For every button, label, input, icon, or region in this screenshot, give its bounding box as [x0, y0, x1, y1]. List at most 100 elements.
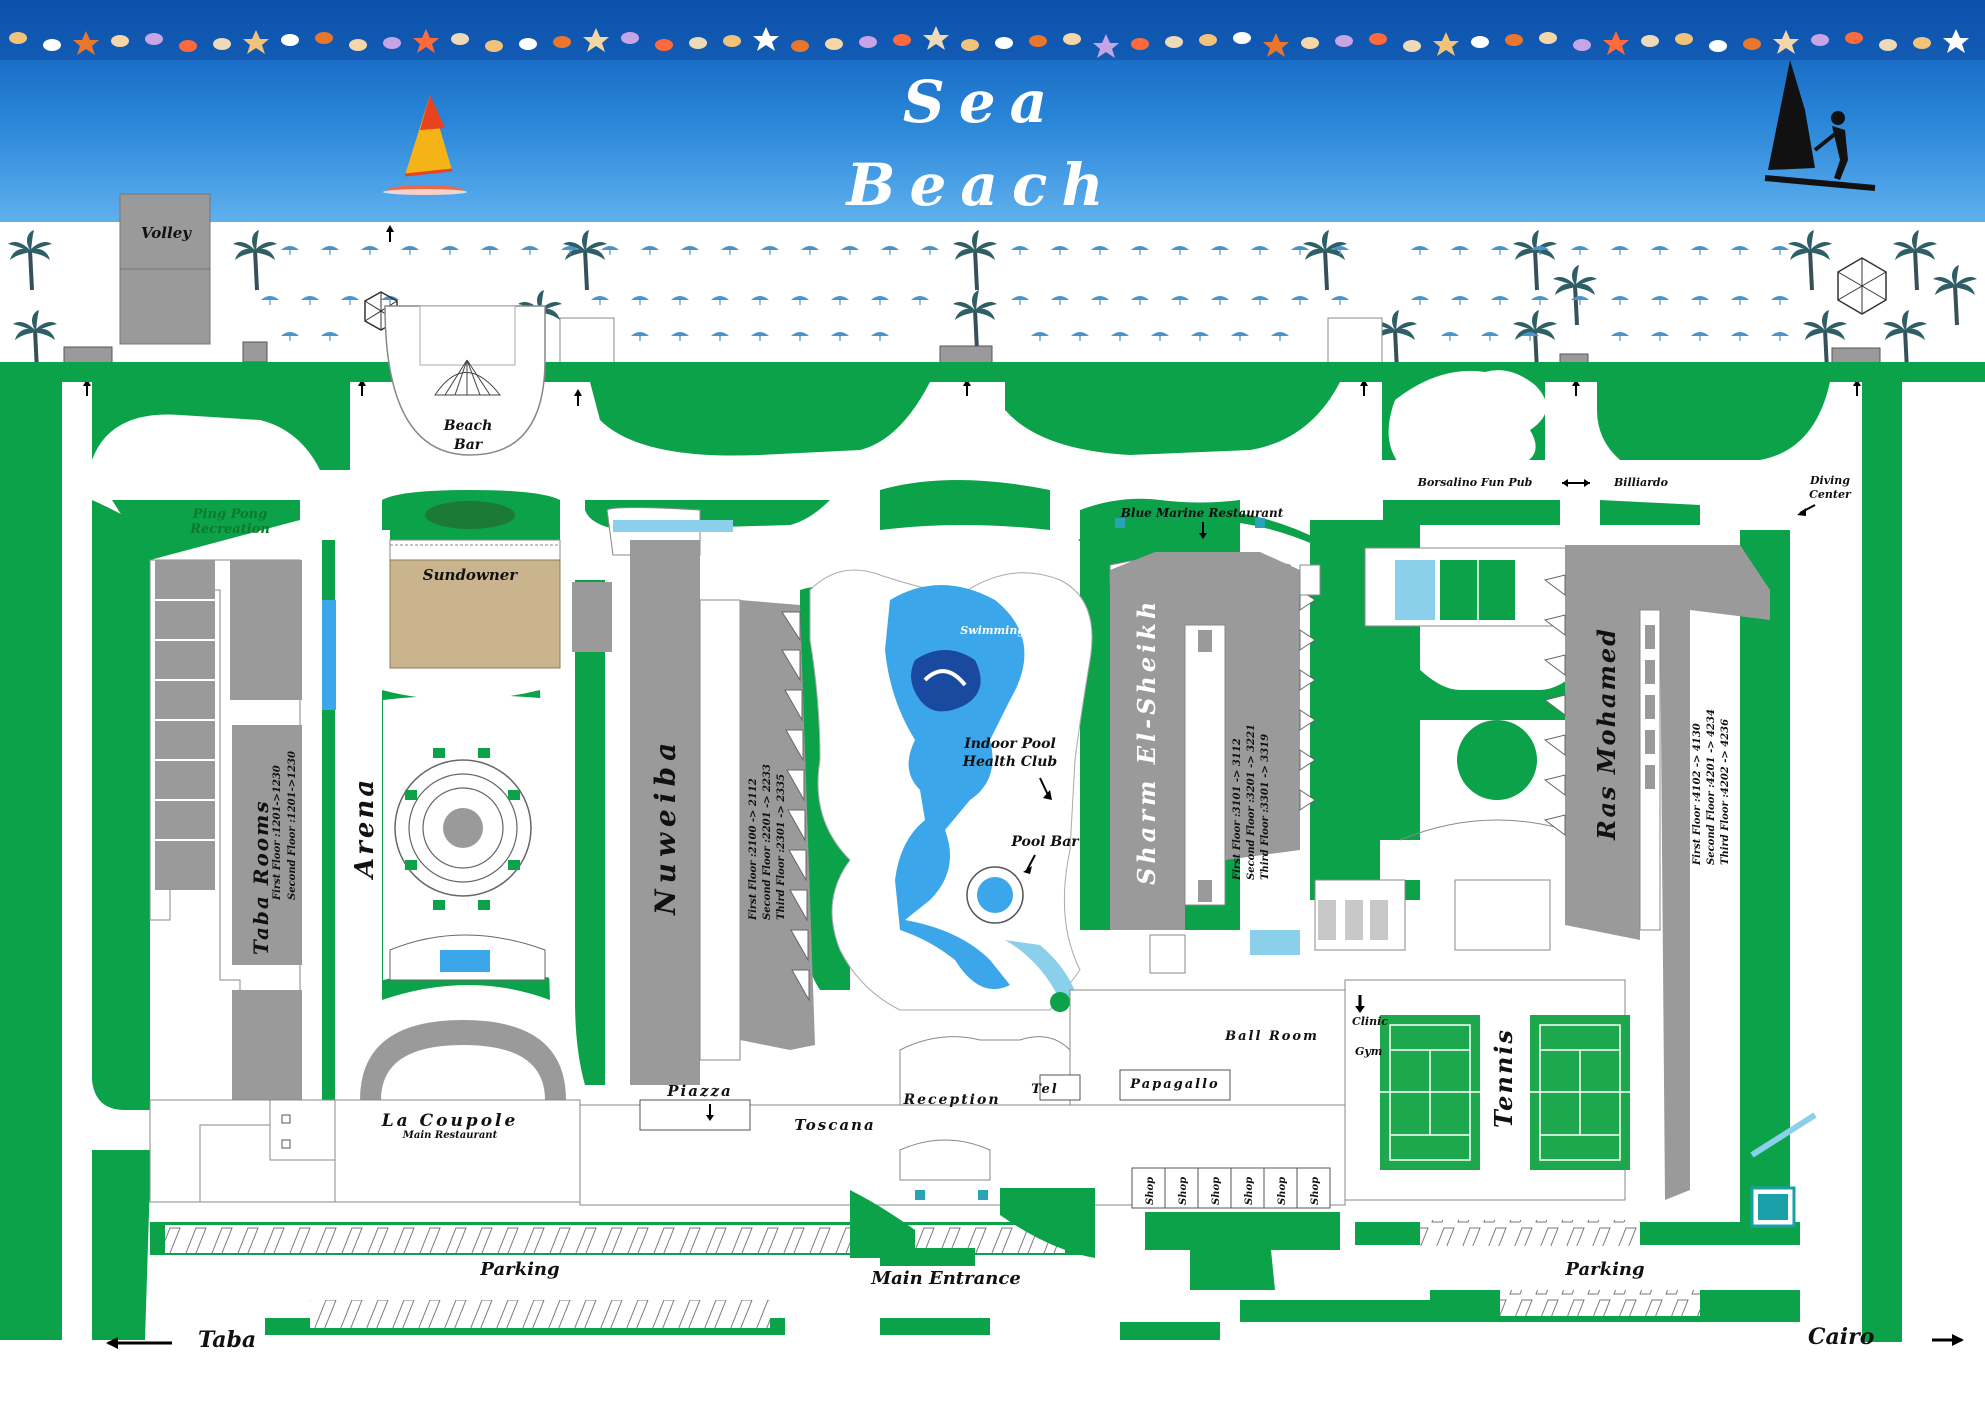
seashell-icon: [1301, 37, 1319, 49]
public-area: Piazza Toscana Reception Tel Papagallo B…: [579, 989, 1346, 1206]
seashell-icon: [111, 35, 129, 47]
sea-title: Sea: [903, 68, 1061, 136]
seashell-icon: [281, 34, 299, 46]
seashell-icon: [723, 35, 741, 47]
sharm-floor3: Third Floor :3301 -> 3319: [1260, 734, 1271, 880]
pool-bar-label: Pool Bar: [1010, 834, 1080, 850]
starfish-icon: [753, 27, 779, 51]
volley-label: Volley: [141, 224, 192, 242]
seashell-icon: [1335, 35, 1353, 47]
seashell-icon: [315, 32, 333, 44]
ball-room-label: Ball Room: [1224, 1029, 1319, 1044]
seashell-icon: [1471, 36, 1489, 48]
seashell-icon: [1879, 39, 1897, 51]
seashell-icon: [1505, 34, 1523, 46]
ras-label: Ras Mohamed: [1592, 627, 1621, 841]
windsurfer-icon: [383, 95, 467, 195]
beach-title: Beach: [845, 151, 1118, 219]
entrance-gardens: [850, 1188, 1500, 1322]
sundowner: Sundowner: [389, 498, 561, 669]
parking-left-label: Parking: [479, 1259, 559, 1280]
ping-pong-label-2: Recreation: [189, 522, 270, 537]
tennis-court-1: [1380, 1015, 1480, 1170]
starfish-icon: [1603, 31, 1629, 55]
ras-floor2: Second Floor :4201 -> 4234: [1706, 709, 1717, 865]
taba-building: Ping Pong Recreation Taba Rooms First Fl…: [149, 507, 336, 1101]
seashell-icon: [519, 38, 537, 50]
clinic-label: Clinic: [1352, 1015, 1388, 1028]
starfish-icon: [923, 26, 949, 50]
starfish-icon: [73, 31, 99, 55]
seashell-icon: [825, 38, 843, 50]
seashell-icon: [1165, 36, 1183, 48]
shop: [1263, 1167, 1298, 1209]
starfish-icon: [1943, 29, 1969, 53]
seashell-icon: [961, 39, 979, 51]
piazza-label: Piazza: [666, 1082, 732, 1100]
main-restaurant-label: Main Restaurant: [402, 1130, 498, 1141]
toscana-label: Toscana: [794, 1116, 875, 1134]
cairo-exit-label: Cairo: [1808, 1324, 1874, 1350]
starfish-icon: [1773, 30, 1799, 54]
seashell-icon: [213, 38, 231, 50]
seashell-icon: [859, 36, 877, 48]
la-coupole: La Coupole Main Restaurant: [149, 1020, 581, 1203]
tennis-court-2: [1530, 1015, 1630, 1170]
starfish-icon: [413, 29, 439, 53]
seashell-icon: [1539, 32, 1557, 44]
shop-label: Shop: [1178, 1177, 1189, 1205]
seashell-icon: [179, 40, 197, 52]
taba-exit-label: Taba: [198, 1327, 256, 1353]
seashell-icon: [1029, 35, 1047, 47]
nuweiba-label: Nuweiba: [649, 737, 682, 916]
sharm-label: Sharm El-Sheikh: [1132, 598, 1161, 885]
nuweiba-floor2: Second Floor :2201 -> 2233: [762, 764, 773, 920]
borsalino-fun-pub: Borsalino Fun Pub Billiardo Diving Cente…: [1388, 370, 1852, 516]
shop-label: Shop: [1244, 1177, 1255, 1205]
papagallo-label: Papagallo: [1129, 1077, 1219, 1092]
main-entrance-label: Main Entrance: [870, 1268, 1021, 1289]
seashell-icon: [451, 33, 469, 45]
borsalino-label: Borsalino Fun Pub: [1417, 476, 1533, 489]
taba-rooms-label: Taba Rooms: [249, 799, 273, 955]
seashell-icon: [145, 33, 163, 45]
windsurfer-silhouette-icon: [1764, 60, 1876, 191]
seashell-icon: [1709, 40, 1727, 52]
shop: [1131, 1167, 1166, 1209]
volley-court: Volley: [119, 193, 211, 345]
seashell-icon: [1233, 32, 1251, 44]
starfish-icon: [1093, 34, 1119, 58]
shop: [1164, 1167, 1199, 1209]
seashell-icon: [1641, 35, 1659, 47]
arena: Arena: [350, 695, 560, 981]
taba-exit: Taba: [106, 1327, 256, 1353]
sundowner-label: Sundowner: [423, 566, 518, 584]
seashell-icon: [553, 36, 571, 48]
seashell-icon: [43, 39, 61, 51]
sharm-floor2: Second Floor :3201 -> 3221: [1246, 724, 1257, 880]
nuweiba-floor3: Third Floor :2301 -> 2335: [776, 774, 787, 920]
seashell-icon: [383, 37, 401, 49]
gym-label: Gym: [1355, 1045, 1382, 1058]
parking-right: Parking: [1420, 1220, 1700, 1316]
diving-label-1: Diving: [1809, 474, 1850, 487]
cairo-exit: Cairo: [1808, 1324, 1964, 1350]
ping-pong-label-1: Ping Pong: [192, 507, 267, 522]
ras-mohamed-building: Ras Mohamed First Floor :4102 -> 4130 Se…: [1543, 545, 1817, 1228]
seashell-icon: [1131, 38, 1149, 50]
starfish-icon: [583, 28, 609, 52]
seashell-icon: [349, 39, 367, 51]
ras-floor1: First Floor :4102 -> 4130: [1692, 723, 1703, 866]
reception-label: Reception: [902, 1092, 1000, 1108]
shop-label: Shop: [1145, 1177, 1156, 1205]
sharm-floor1: First Floor :3101 -> 3112: [1232, 738, 1243, 881]
starfish-icon: [1433, 32, 1459, 56]
seashell-icon: [1811, 34, 1829, 46]
seashell-icon: [893, 34, 911, 46]
la-coupole-label: La Coupole: [381, 1111, 519, 1131]
diving-label-2: Center: [1809, 488, 1852, 501]
taba-floor2-label: Second Floor :1201->1230: [287, 751, 298, 900]
seashell-border: [9, 26, 1969, 58]
seashell-icon: [485, 40, 503, 52]
